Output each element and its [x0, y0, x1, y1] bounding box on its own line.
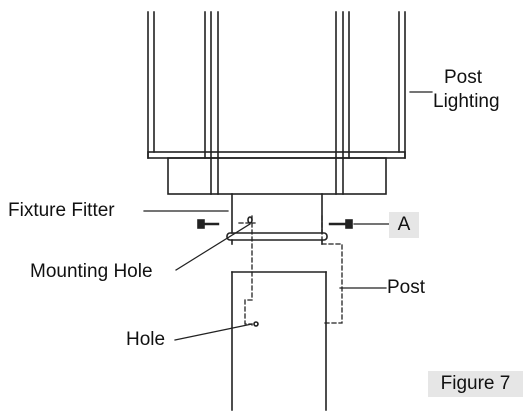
post-lighting-label-line1: Post — [444, 67, 483, 88]
post-label: Post — [387, 277, 426, 298]
lantern-base — [167, 157, 387, 195]
figure-number-label: Figure 7 — [428, 371, 523, 397]
mounting-hole-icon — [247, 216, 253, 224]
post — [231, 271, 327, 411]
fitter-sleeve — [226, 193, 328, 245]
lantern-head — [147, 11, 406, 159]
post-lighting-label-line2: Lighting — [433, 91, 500, 112]
hole-label: Hole — [126, 329, 166, 350]
leader-lines — [143, 91, 433, 341]
mounting-hole-label: Mounting Hole — [30, 261, 153, 282]
screw-right-icon — [328, 219, 353, 229]
fixture-fitter-label: Fixture Fitter — [8, 200, 115, 221]
post-hole-icon — [253, 321, 259, 327]
part-a-label: A — [389, 212, 419, 238]
screw-left-icon — [197, 219, 220, 229]
